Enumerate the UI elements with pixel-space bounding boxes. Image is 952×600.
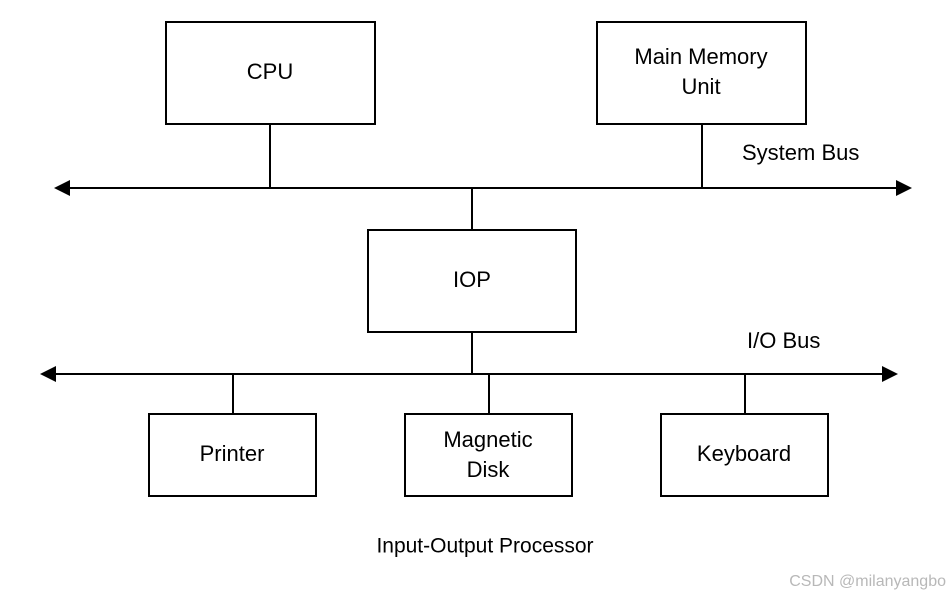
keyboard-label: Keyboard [697, 441, 791, 466]
main-memory-box [596, 21, 807, 125]
magnetic-disk-block: Magnetic Disk [404, 413, 573, 497]
magnetic-disk-label-line1: Magnetic [443, 427, 532, 452]
io-bus-label: I/O Bus [747, 328, 820, 353]
iop-label: IOP [453, 267, 491, 292]
diagram-caption: Input-Output Processor [376, 535, 593, 558]
magnetic-disk-label-line2: Disk [467, 457, 511, 482]
main-memory-label-line1: Main Memory [634, 44, 767, 69]
system-bus-left-arrow [54, 180, 70, 196]
watermark: CSDN @milanyangbo [789, 573, 946, 590]
keyboard-box [660, 413, 829, 497]
io-bus-right-arrow [882, 366, 898, 382]
iop-box [367, 229, 577, 333]
io-bus-left-arrow [40, 366, 56, 382]
iop-block: IOP [367, 229, 577, 333]
system-bus-right-arrow [896, 180, 912, 196]
magnetic-disk-box [404, 413, 573, 497]
cpu-label: CPU [247, 59, 293, 84]
system-bus [54, 180, 912, 196]
keyboard-block: Keyboard [660, 413, 829, 497]
printer-label: Printer [200, 441, 265, 466]
cpu-block: CPU [165, 21, 376, 125]
system-bus-label: System Bus [742, 140, 859, 165]
main-memory-block: Main Memory Unit [596, 21, 807, 125]
io-bus [40, 366, 898, 382]
cpu-box [165, 21, 376, 125]
printer-block: Printer [148, 413, 317, 497]
main-memory-label-line2: Unit [681, 74, 720, 99]
printer-box [148, 413, 317, 497]
